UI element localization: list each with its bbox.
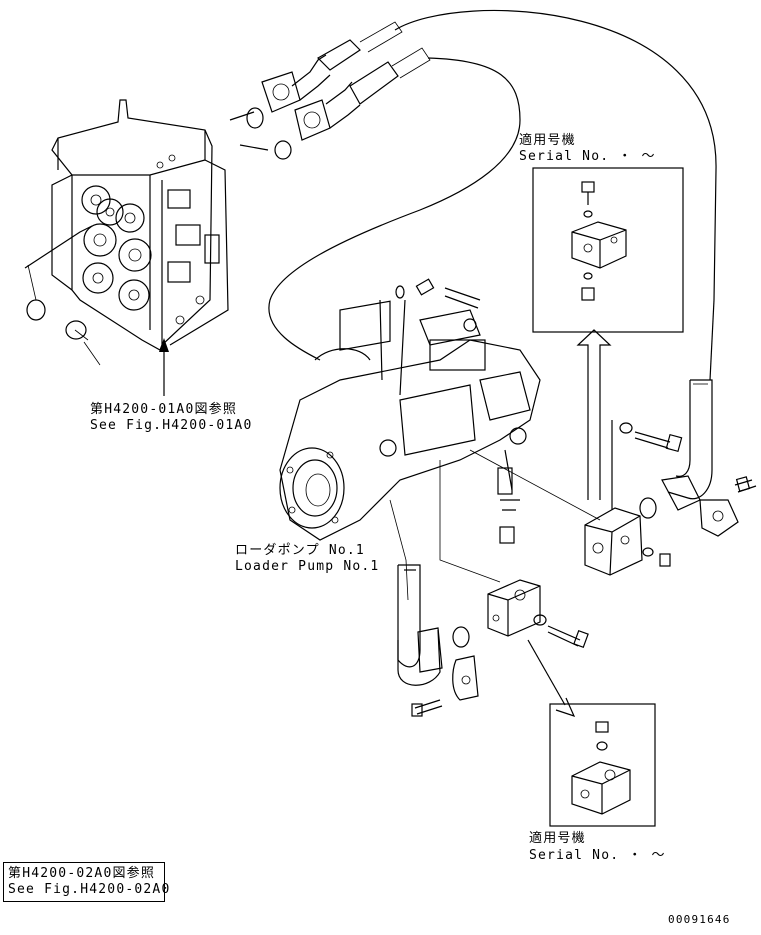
ref-arrow-top (159, 338, 169, 396)
loader-pump (279, 278, 601, 601)
drawing-number: 00091646 (668, 913, 731, 926)
control-valve-assembly (24, 99, 229, 366)
inset-bottom (549, 703, 656, 827)
ref-bottom-box: 第H4200-02A0図参照 See Fig.H4200-02A0 (3, 862, 169, 902)
serial-top-label-en: Serial No. ・ ～ (519, 149, 656, 164)
right-block (576, 329, 683, 576)
right-hose (639, 379, 757, 537)
center-block (487, 579, 589, 717)
ref-bottom-label-jp: 第H4200-02A0図参照 (8, 866, 156, 881)
inset-top (532, 167, 684, 333)
left-lower-hose (397, 564, 479, 717)
serial-bottom-label-jp: 適用号機 (529, 831, 586, 846)
ref-top-label-jp: 第H4200-01A0図参照 (90, 402, 238, 417)
ref-bottom-label-en: See Fig.H4200-02A0 (8, 882, 171, 897)
serial-top-label-jp: 適用号機 (519, 133, 576, 148)
pump-label-jp: ローダポンプ No.1 (235, 543, 365, 558)
upper-hoses (229, 9, 717, 381)
pump-label-en: Loader Pump No.1 (235, 559, 380, 574)
serial-bottom-label-en: Serial No. ・ ～ (529, 848, 666, 863)
ref-top-label-en: See Fig.H4200-01A0 (90, 418, 253, 433)
